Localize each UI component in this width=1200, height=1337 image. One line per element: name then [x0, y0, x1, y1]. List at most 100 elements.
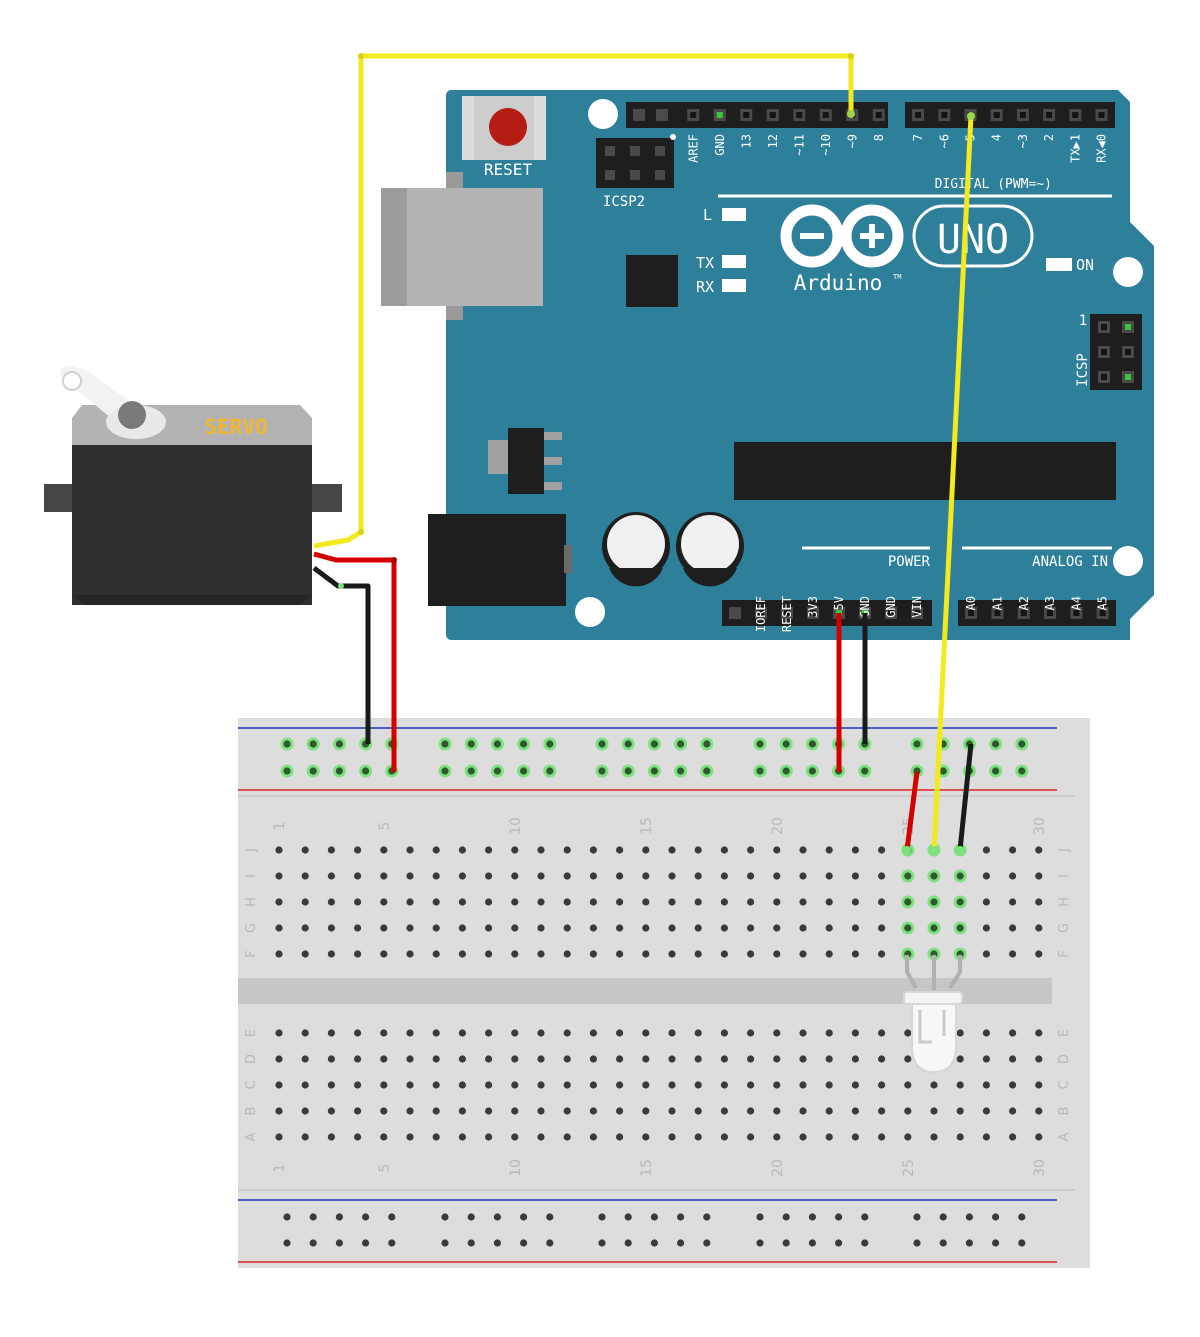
pin-label: ~3 [1016, 134, 1030, 148]
header-pin-hole [1099, 610, 1106, 616]
breadboard-hole [589, 950, 598, 958]
breadboard-hole [563, 1055, 571, 1063]
breadboard-hole [485, 1081, 493, 1089]
breadboard-hole [301, 1029, 309, 1037]
breadboard-hole [799, 1133, 807, 1141]
breadboard-hole [1009, 950, 1017, 958]
breadboard-hole [851, 1029, 860, 1037]
pin-label: 7 [911, 134, 925, 141]
breadboard-hole [808, 740, 817, 748]
breadboard-hole [808, 1239, 817, 1247]
breadboard-hole [624, 1213, 632, 1221]
breadboard-hole [694, 1133, 702, 1141]
icsp-pin-hole [1101, 324, 1107, 330]
wire-rail-red-to-led [904, 771, 920, 851]
breadboard-hole [485, 1107, 493, 1115]
wire-end [956, 846, 964, 854]
header-pin-hole [716, 112, 723, 118]
breadboard-hole [799, 950, 807, 958]
breadboard-hole [1009, 1029, 1017, 1037]
breadboard-hole [380, 1107, 388, 1115]
breadboard-hole [283, 740, 291, 748]
breadboard-hole [956, 1029, 964, 1037]
header-pin-hole [993, 112, 1000, 118]
wire-end [338, 583, 344, 589]
breadboard-hole [380, 1055, 388, 1063]
breadboard-hole [904, 1081, 912, 1089]
analog-label: ANALOG IN [1032, 554, 1108, 570]
breadboard-hole [694, 846, 702, 854]
icsp-header [1090, 314, 1142, 390]
breadboard-hole [432, 1081, 440, 1089]
breadboard-hole [563, 1107, 571, 1115]
breadboard-hole [642, 950, 650, 958]
breadboard-hole [694, 1055, 702, 1063]
breadboard-hole [546, 740, 554, 748]
power-label: POWER [888, 554, 931, 570]
breadboard-hole [335, 1239, 343, 1247]
breadboard-hole [720, 1133, 729, 1141]
breadboard-hole [1009, 872, 1017, 880]
breadboard-hole [956, 1107, 964, 1115]
breadboard-hole [380, 872, 388, 880]
breadboard-hole [432, 950, 440, 958]
breadboard-hole [458, 1055, 466, 1063]
breadboard-hole [1018, 1239, 1026, 1247]
breadboard-hole [441, 740, 449, 748]
breadboard-hole [1035, 846, 1043, 854]
power-jack [428, 514, 566, 606]
breadboard-hole [335, 767, 343, 775]
pin-label: 5V [832, 596, 846, 610]
pin-label: A4 [1069, 596, 1083, 610]
breadboard-hole [327, 846, 335, 854]
breadboard-hole [650, 1239, 659, 1247]
breadboard-hole [432, 898, 440, 906]
mounting-hole [588, 99, 618, 129]
reset-label: RESET [484, 160, 533, 179]
breadboard-hole [362, 767, 370, 775]
column-number: 1 [272, 822, 288, 831]
wire-servo-ground-black [312, 566, 371, 744]
breadboard-hole [563, 1081, 571, 1089]
breadboard-hole [275, 846, 283, 854]
breadboard-hole [861, 1213, 869, 1221]
breadboard-hole [982, 1081, 991, 1089]
breadboard-hole [913, 740, 921, 748]
breadboard-hole [563, 1029, 571, 1037]
breadboard-hole [616, 924, 624, 932]
column-number: 25 [901, 1159, 917, 1177]
breadboard-hole [301, 924, 309, 932]
breadboard-hole [616, 1081, 624, 1089]
wire-bend [848, 53, 854, 59]
breadboard-hole [851, 898, 860, 906]
pin-label: RESET [780, 596, 794, 632]
breadboard-hole [756, 740, 764, 748]
row-letter: I [1057, 874, 1072, 878]
row-letter: D [244, 1054, 259, 1064]
pin-label: GND [884, 596, 898, 618]
row-letter: G [244, 923, 259, 933]
breadboard-hole [275, 1107, 283, 1115]
breadboard-hole [694, 898, 702, 906]
breadboard-labels: 115510101515202025253030JJIIHHGGFFEEDDCC… [244, 817, 1072, 1177]
breadboard-hole [616, 872, 624, 880]
breadboard-hole [982, 950, 991, 958]
icsp-label: ICSP [1075, 353, 1091, 387]
breadboard-hole [677, 767, 685, 775]
header-pin-hole [769, 112, 776, 118]
breadboard-hole [913, 1239, 921, 1247]
icsp2-pin [655, 146, 665, 156]
reset-button[interactable] [489, 108, 527, 146]
breadboard-hole [301, 898, 309, 906]
breadboard-hole [275, 1055, 283, 1063]
logo-ring-left [780, 204, 844, 268]
header-pin-hole [941, 112, 948, 118]
header-pin-hole [784, 610, 790, 616]
breadboard-hole [677, 740, 685, 748]
breadboard-hole [432, 1029, 440, 1037]
wire-rail-black-to-led [957, 743, 974, 851]
breadboard-hole [825, 872, 833, 880]
regulator-leg [544, 482, 562, 490]
led-anode [918, 1010, 932, 1044]
